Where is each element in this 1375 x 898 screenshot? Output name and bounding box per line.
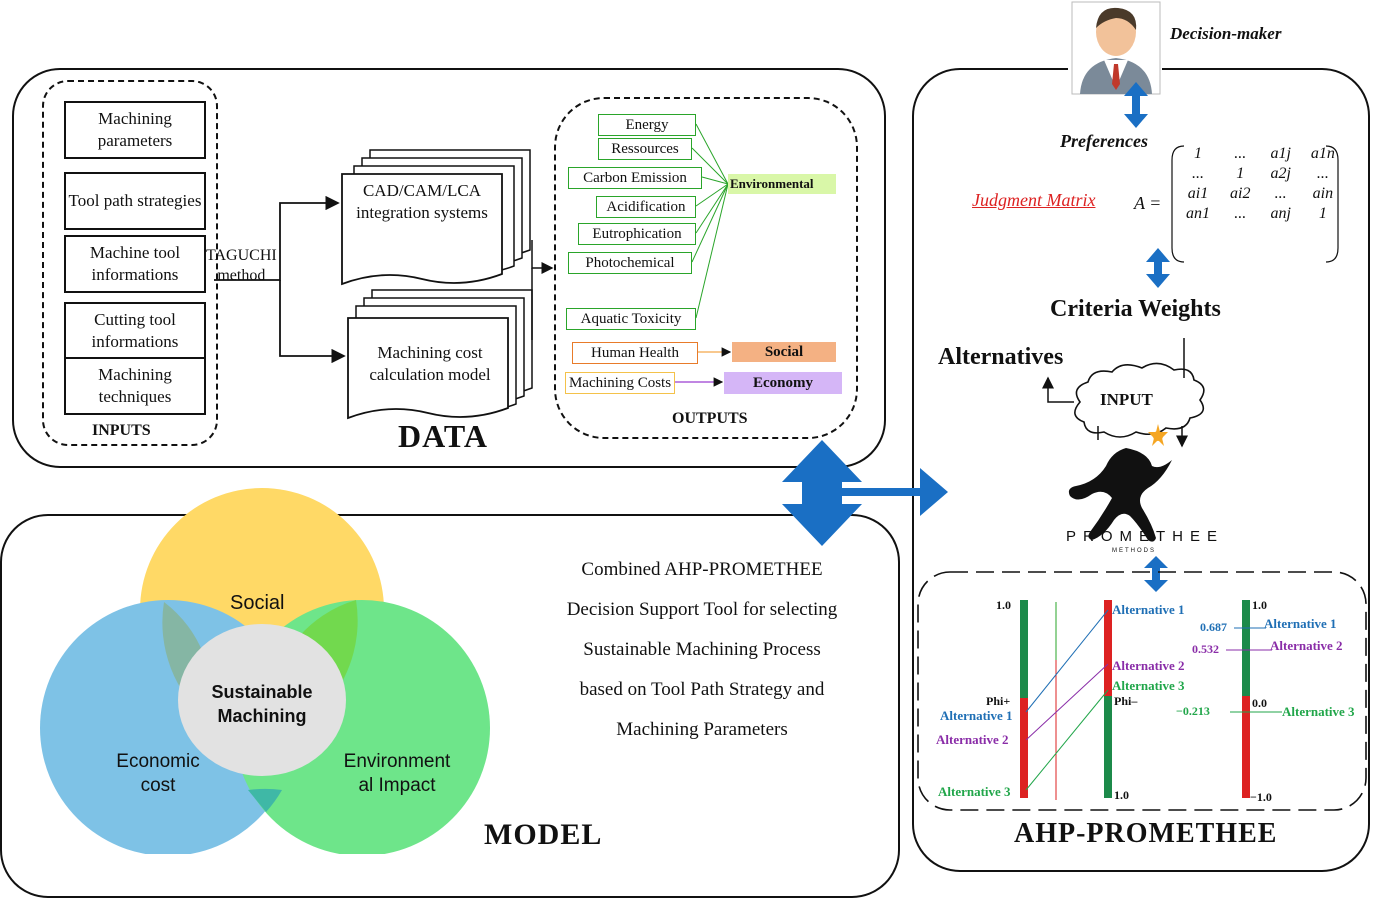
machining-cost-label: Machining cost calculation model	[369, 343, 491, 384]
phi-plus-label: Phi+	[986, 694, 1011, 708]
venn-economic-label: Economic cost	[116, 751, 200, 796]
mid-alternative-2: Alternative 2	[1112, 658, 1185, 673]
net-value-1: 0.687	[1200, 620, 1227, 634]
promethee-methods-text: METHODS	[1112, 548, 1156, 554]
net-alternative-3: Alternative 3	[1282, 704, 1355, 719]
data-connectors	[214, 123, 732, 420]
outputs-group	[554, 97, 858, 439]
net-alternative-2: Alternative 2	[1270, 638, 1343, 653]
inputs-group	[42, 80, 218, 446]
input-machine-tool-info: Machine tool informations	[64, 235, 206, 293]
venn-center-label: Sustainable Machining	[211, 682, 313, 726]
output-ressources: Ressources	[598, 138, 692, 160]
model-title: MODEL	[484, 818, 603, 851]
venn-social-label: Social	[230, 592, 285, 614]
net-value-3: −0.213	[1176, 704, 1210, 718]
net-bottom-scale: −1.0	[1250, 790, 1272, 804]
linking-arrow	[782, 440, 948, 546]
venn-environment-label: Environment al Impact	[343, 751, 451, 796]
environmental-badge: Environmental	[728, 174, 836, 194]
net-top-scale: 1.0	[1252, 598, 1267, 612]
alternatives-label: Alternatives	[938, 344, 1064, 370]
ahp-arrows	[917, 82, 1367, 811]
net-value-2: 0.532	[1192, 642, 1219, 656]
output-carbon-emission: Carbon Emission	[568, 167, 702, 189]
ahp-title: AHP-PROMETHEE	[1014, 818, 1278, 849]
phi-minus-bottom-scale: 1.0	[1114, 788, 1129, 802]
decision-maker-avatar	[1068, 0, 1162, 96]
inputs-label: INPUTS	[92, 422, 151, 439]
input-tool-path-strategies: Tool path strategies	[64, 172, 206, 230]
output-human-health: Human Health	[572, 342, 698, 364]
matrix-equals: A =	[1134, 193, 1162, 213]
output-photochemical: Photochemical	[568, 252, 692, 274]
economy-badge: Economy	[724, 372, 842, 394]
decision-maker-label: Decision-maker	[1170, 24, 1282, 43]
model-description: Combined AHP-PROMETHEE Decision Support …	[566, 559, 838, 740]
input-cutting-tool-info: Cutting tool informations	[64, 302, 206, 360]
phi-plus-top-scale: 1.0	[996, 598, 1011, 612]
left-alternative-1: Alternative 1	[940, 708, 1013, 723]
venn-diagram	[40, 488, 490, 854]
preferences-label: Preferences	[1060, 131, 1148, 151]
output-acidification: Acidification	[596, 196, 696, 218]
mid-alternative-3: Alternative 3	[1112, 678, 1185, 693]
left-alternative-3: Alternative 3	[938, 784, 1011, 799]
promethee-ranking	[1020, 600, 1282, 800]
mid-alternative-1: Alternative 1	[1112, 602, 1185, 617]
outputs-label: OUTPUTS	[672, 410, 748, 427]
output-energy: Energy	[598, 114, 696, 136]
promethee-logo-text: PROMETHEE	[1066, 528, 1225, 545]
left-alternative-2: Alternative 2	[936, 732, 1009, 747]
criteria-weights-label: Criteria Weights	[1050, 296, 1221, 322]
output-aquatic-toxicity: Aquatic Toxicity	[566, 308, 696, 330]
output-eutrophication: Eutrophication	[578, 223, 696, 245]
phi-minus-label: Phi–	[1114, 694, 1138, 708]
input-machining-parameters: Machining parameters	[64, 101, 206, 159]
sustainable-core	[178, 624, 346, 776]
input-machining-techniques: Machining techniques	[64, 357, 206, 415]
input-cloud-label: INPUT	[1100, 390, 1153, 409]
net-zero-scale: 0.0	[1252, 696, 1267, 710]
cad-cam-lca-label: CAD/CAM/LCA integration systems	[356, 181, 488, 222]
data-title: DATA	[398, 418, 488, 454]
output-machining-costs: Machining Costs	[565, 372, 675, 394]
user-icon	[1071, 1, 1161, 95]
net-alternative-1: Alternative 1	[1264, 616, 1337, 631]
social-badge: Social	[732, 342, 836, 362]
judgment-matrix-label: Judgment Matrix	[972, 190, 1096, 210]
